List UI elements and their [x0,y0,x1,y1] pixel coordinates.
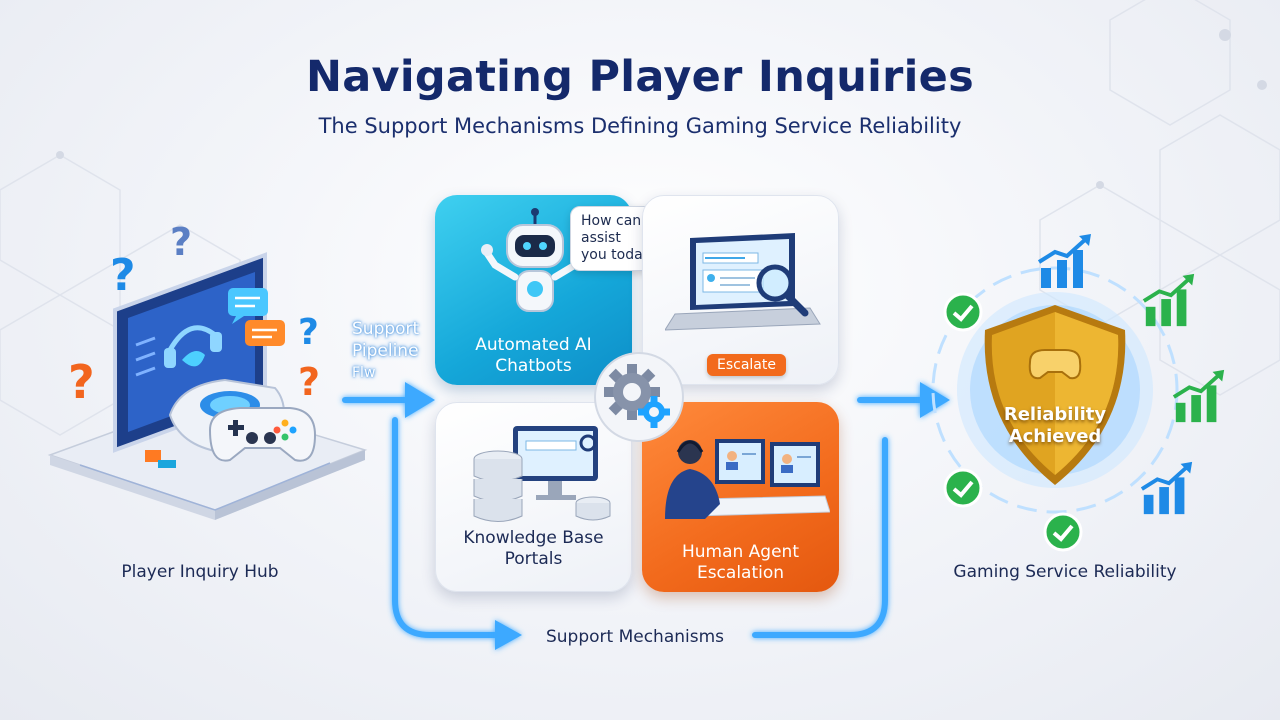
agent-workstation-icon [665,439,830,519]
question-mark-icon: ? [170,220,193,264]
checkmark-icon [943,468,983,508]
chat-bubble-icon [228,288,285,346]
reliability-ring [931,266,1179,514]
tile-knowledge-base: Knowledge Base Portals [435,402,632,592]
gamepad-icon [208,407,317,462]
support-mechanisms-label: Support Mechanisms [545,627,725,647]
shield-line1: Reliability [1003,404,1107,425]
shield-line2: Achieved [1008,426,1102,447]
bar-chart-growth-icon [1142,273,1195,327]
chatbots-label-line1: Automated AI [475,335,592,355]
question-mark-icon: ? [68,355,95,409]
chatbots-label-line2: Chatbots [495,356,572,376]
chatbots-label: Automated AI Chatbots [435,335,632,377]
pipeline-label-line3: Flw [352,365,376,381]
knowledge-base-label: Knowledge Base Portals [436,528,631,570]
knowledge-base-label-line2: Portals [504,549,563,569]
bar-chart-growth-icon [1172,369,1225,423]
shield-text: Reliability Achieved [980,404,1130,448]
checkmark-icon [943,292,983,332]
pipeline-label: Support Pipeline Flw [352,318,442,384]
question-mark-icon: ? [298,360,321,404]
page-subtitle: The Support Mechanisms Defining Gaming S… [318,114,962,138]
pipeline-label-line1: Support [352,319,420,339]
database-stack [473,450,523,522]
headset-icon [164,325,222,368]
human-agent-label-line1: Human Agent [681,542,800,562]
player-inquiry-hub: ? ? ? ? ? [40,220,370,540]
shield-icon [984,305,1126,485]
tile-human-agent-escalation: Human Agent Escalation [642,402,839,592]
hub-illustration [47,252,368,520]
hub-label: Player Inquiry Hub [121,562,279,582]
robot-icon [481,208,589,312]
tile-laptop-escalate: Escalate [642,195,839,385]
bubble-line2: you today? [581,247,659,263]
laptop-search-icon [665,233,821,331]
bar-chart-growth-icon [1037,234,1091,288]
checkmark-icon [1043,512,1083,552]
human-agent-label: Human Agent Escalation [642,542,839,584]
page-title: Navigating Player Inquiries [305,52,975,102]
escalate-button[interactable]: Escalate [707,354,786,376]
knowledge-base-label-line1: Knowledge Base [463,528,604,548]
pipeline-label-line2: Pipeline [352,341,419,361]
question-mark-icon: ? [110,250,136,301]
question-mark-icon: ? [298,312,319,353]
flow-arrow-icon [405,382,950,650]
database-icon [473,426,611,522]
gear-icon [594,352,684,442]
bar-chart-growth-icon [1140,461,1193,515]
bubble-line1: How can I assist [581,213,650,246]
reliability-label: Gaming Service Reliability [953,562,1177,582]
human-agent-label-line2: Escalation [696,563,785,583]
